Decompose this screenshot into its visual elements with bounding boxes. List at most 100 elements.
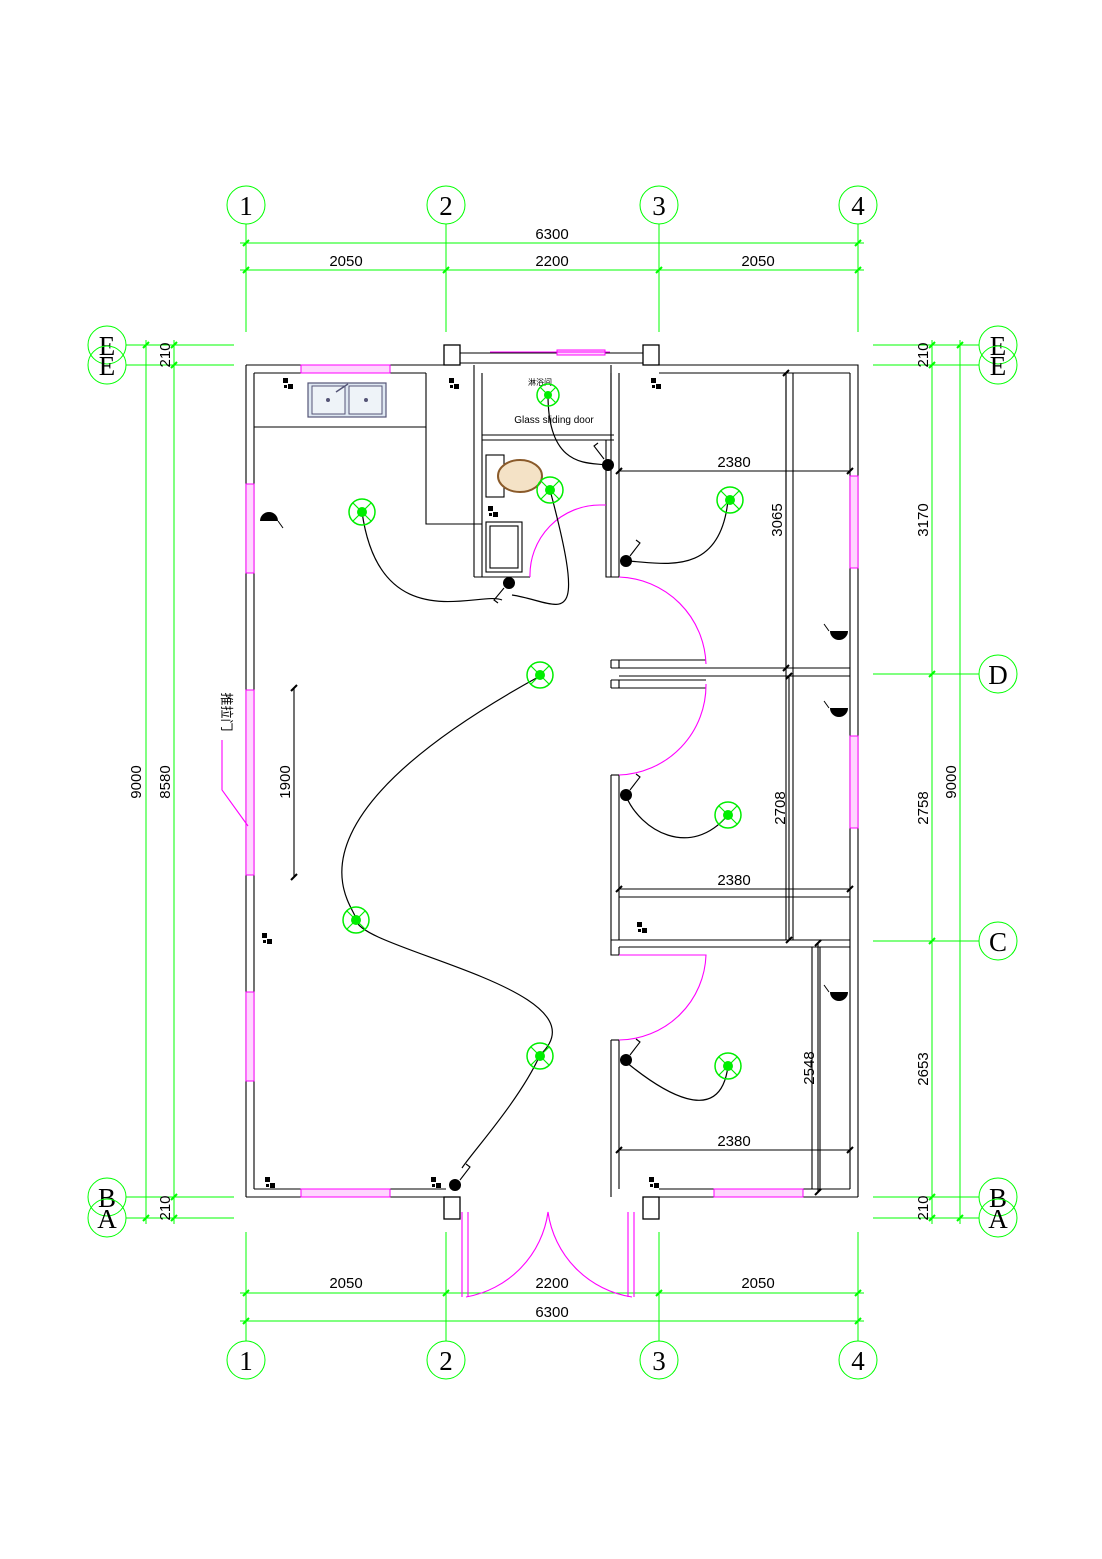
interior-dimension-lines	[290, 369, 854, 1196]
axis-bubble-right-d: D	[978, 654, 1018, 694]
dim-left-top-wall: 210	[157, 342, 174, 367]
dim-left-outer: 9000	[128, 765, 145, 798]
door-room3	[618, 954, 707, 1041]
dim-bottom-seg-2: 2200	[535, 1275, 568, 1292]
window-top-kitchen	[300, 364, 391, 374]
dim-right-seg-4: 2653	[915, 1052, 932, 1085]
power-socket-icon	[283, 378, 293, 389]
axis-bubble-bottom-1: 1	[226, 1340, 266, 1380]
glass-sliding-door-label: Glass sliding door	[514, 415, 594, 426]
bottom-dimension-lines	[240, 1232, 864, 1341]
ceiling-light-icon	[348, 498, 376, 526]
left-dimension-lines	[126, 340, 234, 1224]
left-axis-bubbles: E E B A	[87, 325, 127, 1238]
door-room1	[618, 576, 707, 665]
air-conditioner-icon	[823, 623, 848, 640]
switches	[449, 442, 641, 1191]
svg-text:3: 3	[652, 1346, 666, 1376]
axis-bubble-top-2: 2	[426, 185, 466, 225]
light-switch-icon	[593, 442, 614, 471]
svg-text:2: 2	[439, 1346, 453, 1376]
window-right-room1	[849, 475, 859, 569]
window-left-lower	[245, 991, 255, 1082]
top-dimension-lines	[240, 224, 864, 332]
door-room2	[618, 683, 707, 776]
bath-fixtures	[307, 382, 543, 573]
axis-bubble-top-4: 4	[838, 185, 878, 225]
axis-bubble-left-e2: E	[87, 345, 127, 385]
ceiling-light-icon	[526, 661, 554, 689]
dim-room2-depth: 2708	[772, 791, 789, 824]
ceiling-light-icon	[536, 383, 560, 407]
dim-right-outer: 9000	[943, 765, 960, 798]
axis-bubble-bottom-3: 3	[639, 1340, 679, 1380]
ceiling-lights	[342, 383, 744, 1080]
windows	[245, 349, 859, 1198]
svg-text:B: B	[989, 1183, 1007, 1213]
dim-top-total: 6300	[535, 226, 568, 243]
dim-room1-depth: 3065	[769, 503, 786, 536]
air-conditioner-icon	[823, 700, 848, 717]
power-socket-icon	[488, 506, 498, 517]
svg-text:D: D	[988, 660, 1008, 690]
power-socket-icon	[431, 1177, 441, 1188]
dim-right-seg-1: 210	[915, 342, 932, 367]
toilet-bowl	[497, 459, 543, 493]
power-socket-icon	[651, 378, 661, 389]
axis-bubble-top-1: 1	[226, 185, 266, 225]
window-bottom-left	[300, 1188, 391, 1198]
dim-top-seg-2: 2200	[535, 253, 568, 270]
dim-room2-width: 2380	[717, 872, 750, 889]
outer-walls	[245, 344, 859, 1220]
right-axis-bubbles: E E D C B A	[978, 325, 1018, 1238]
ceiling-light-icon	[526, 1042, 554, 1070]
dim-right-seg-5: 210	[915, 1195, 932, 1220]
light-switch-icon	[620, 539, 641, 567]
sliding-door-note: 推拉门	[219, 692, 234, 731]
axis-bubble-bottom-2: 2	[426, 1340, 466, 1380]
sockets	[262, 378, 661, 1188]
axis-bubble-bottom-4: 4	[838, 1340, 878, 1380]
svg-text:1: 1	[239, 1346, 253, 1376]
bath-label: 淋浴间	[528, 377, 552, 387]
bottom-axis-bubbles: 1 2 3 4	[226, 1340, 878, 1380]
window-left-door	[245, 689, 255, 876]
dim-top-seg-1: 2050	[329, 253, 362, 270]
light-switch-icon	[493, 577, 515, 604]
axis-bubble-top-3: 3	[639, 185, 679, 225]
power-socket-icon	[649, 1177, 659, 1188]
ceiling-light-icon	[714, 1052, 742, 1080]
svg-text:1: 1	[239, 191, 253, 221]
air-conditioner-icon	[823, 984, 848, 1001]
door-bathroom	[529, 504, 606, 578]
power-socket-icon	[637, 922, 647, 933]
wash-basin-icon	[485, 521, 523, 573]
doors	[221, 351, 707, 1298]
power-socket-icon	[265, 1177, 275, 1188]
dim-left-inner: 8580	[157, 765, 174, 798]
ceiling-light-icon	[714, 801, 742, 829]
light-switch-icon	[620, 1038, 641, 1066]
dim-bottom-seg-1: 2050	[329, 1275, 362, 1292]
dim-room3-depth: 2548	[801, 1051, 818, 1084]
dim-sliding-door: 1900	[277, 765, 294, 798]
dim-top-seg-3: 2050	[741, 253, 774, 270]
ceiling-light-icon	[716, 486, 744, 514]
svg-text:3: 3	[652, 191, 666, 221]
svg-text:E: E	[990, 351, 1007, 381]
window-bottom-right	[713, 1188, 804, 1198]
svg-text:A: A	[988, 1204, 1008, 1234]
light-switch-icon	[449, 1163, 471, 1191]
svg-text:4: 4	[851, 191, 865, 221]
door-entrance	[465, 1211, 633, 1298]
axis-bubble-right-c: C	[978, 921, 1018, 961]
window-left-upper	[245, 483, 255, 574]
dim-bottom-seg-3: 2050	[741, 1275, 774, 1292]
dim-room1-width: 2380	[717, 454, 750, 471]
ceiling-light-icon	[536, 476, 564, 504]
wiring	[341, 394, 729, 1169]
svg-text:2: 2	[439, 191, 453, 221]
ceiling-light-icon	[342, 906, 370, 934]
window-right-room2	[849, 735, 859, 829]
